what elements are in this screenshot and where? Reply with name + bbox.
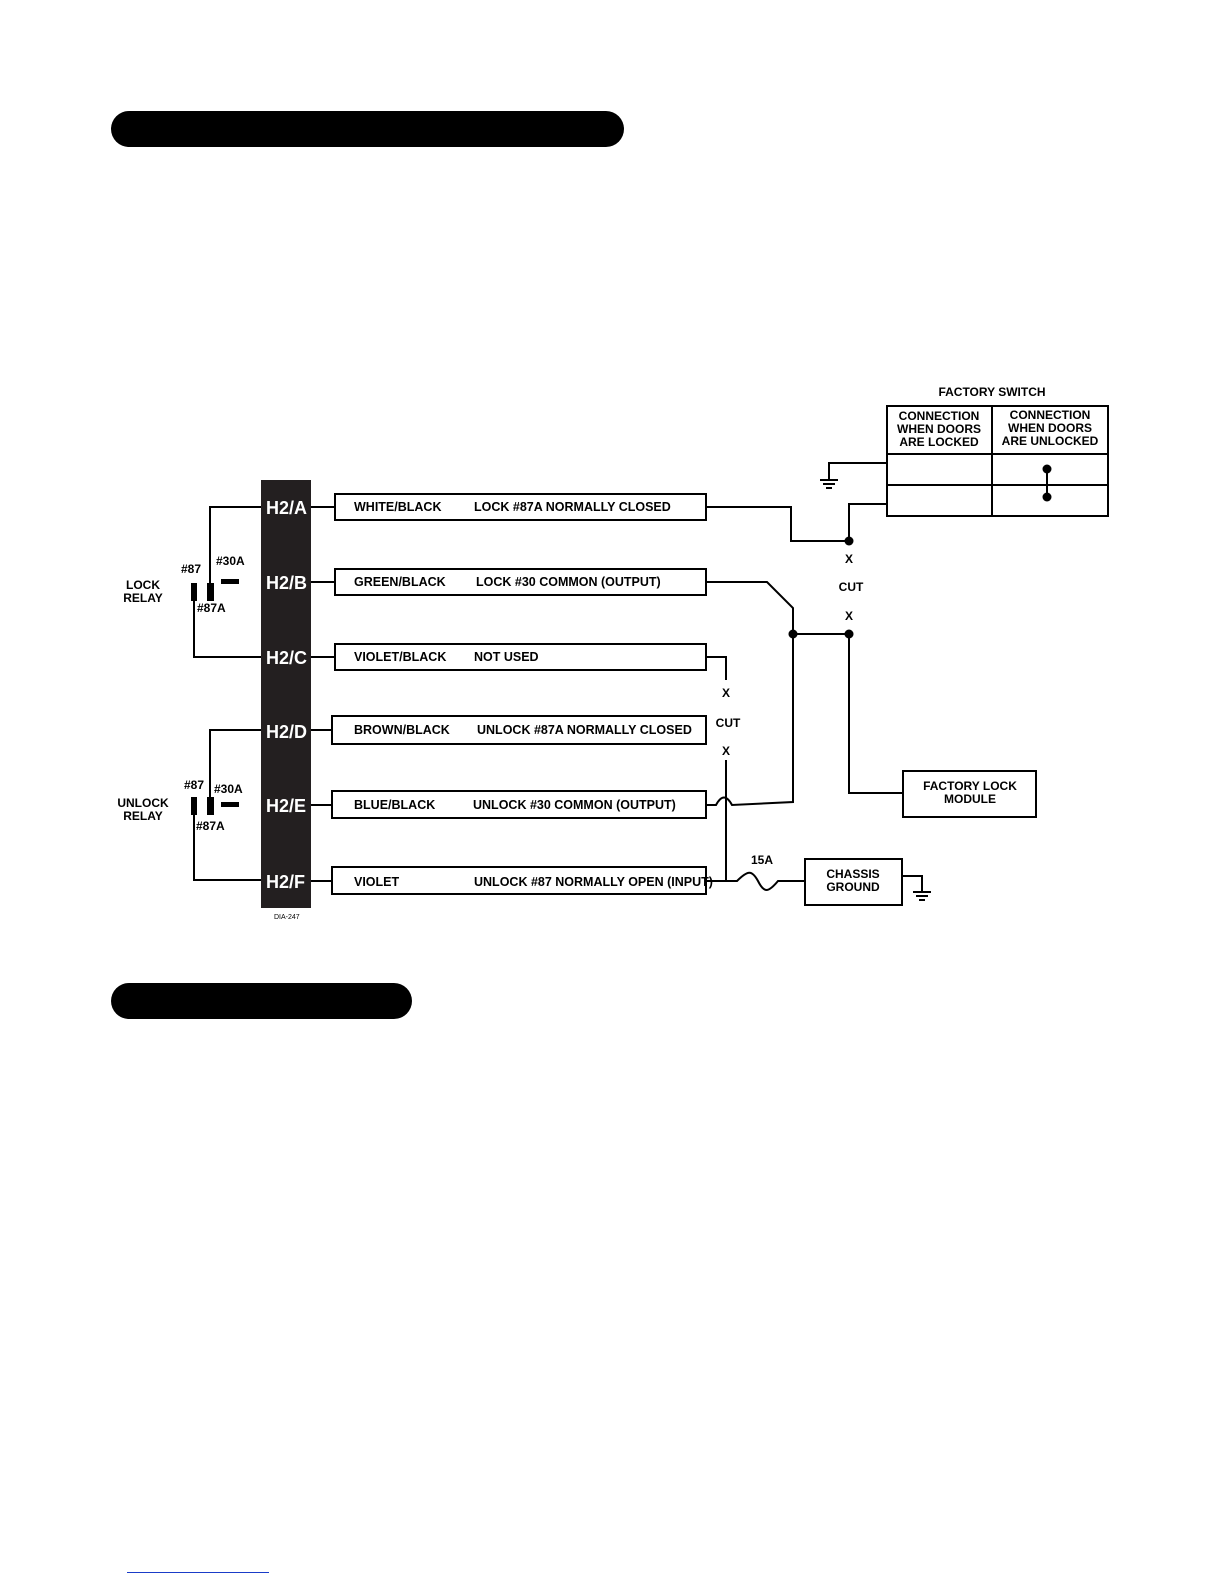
wire-box-h2a bbox=[334, 493, 707, 521]
wire-desc-h2f: UNLOCK #87 NORMALLY OPEN (INPUT) bbox=[474, 875, 713, 889]
lock-relay-contact-87 bbox=[191, 583, 197, 601]
wire-color-h2d: BROWN/BLACK bbox=[354, 723, 450, 737]
cut-right-x-bottom: X bbox=[845, 609, 853, 623]
unlock-relay: #87 #30A #87A UNLOCK RELAY bbox=[117, 729, 261, 881]
diagram-code: DIA-247 bbox=[274, 914, 300, 921]
factory-lock-module-line-2: MODULE bbox=[944, 792, 996, 806]
factory-switch: FACTORY SWITCH CONNECTION WHEN DOORS ARE… bbox=[886, 385, 1109, 517]
pin-h2e: H2/E bbox=[266, 796, 306, 816]
junction-dot-left bbox=[788, 629, 798, 639]
cut-left-label: CUT bbox=[716, 716, 741, 730]
pin-h2c: H2/C bbox=[266, 648, 307, 668]
wire-box-h2d bbox=[331, 715, 707, 745]
factory-lock-module-line-1: FACTORY LOCK bbox=[923, 779, 1017, 793]
wire-color-h2e: BLUE/BLACK bbox=[354, 798, 435, 812]
chassis-ground-line-2: GROUND bbox=[826, 880, 880, 894]
unlock-relay-label-1: UNLOCK bbox=[117, 796, 169, 810]
unlock-relay-t30a: #30A bbox=[214, 782, 243, 796]
cut-right-label: CUT bbox=[839, 580, 864, 594]
pin-h2b: H2/B bbox=[266, 573, 307, 593]
pin-h2f: H2/F bbox=[266, 872, 305, 892]
section-header-bar-1 bbox=[111, 111, 624, 147]
section-header-bar-2 bbox=[111, 983, 412, 1019]
switch-locked-line-3: ARE LOCKED bbox=[899, 435, 979, 449]
wire-box-h2b bbox=[334, 568, 707, 596]
chassis-ground-line-1: CHASSIS bbox=[826, 867, 879, 881]
wire-color-h2f: VIOLET bbox=[354, 875, 400, 889]
lock-relay-t30a: #30A bbox=[216, 554, 245, 568]
pin-h2a: H2/A bbox=[266, 498, 307, 518]
switch-locked-line-2: WHEN DOORS bbox=[897, 422, 981, 436]
factory-switch-title: FACTORY SWITCH bbox=[938, 385, 1045, 399]
chassis-ground: CHASSIS GROUND bbox=[804, 858, 903, 906]
chassis-ground-icon bbox=[913, 891, 931, 901]
unlock-relay-contact-87 bbox=[191, 797, 197, 815]
unlock-relay-contact-30a bbox=[221, 802, 239, 807]
junction-dot-right bbox=[844, 629, 854, 639]
unlock-relay-contact-87a bbox=[207, 797, 214, 815]
cut-left-x-bottom: X bbox=[722, 744, 730, 758]
unlock-relay-label-2: RELAY bbox=[123, 809, 163, 823]
cut-right-x-top: X bbox=[845, 552, 853, 566]
wire-box-h2f bbox=[331, 866, 707, 895]
wire-labels: WHITE/BLACK LOCK #87A NORMALLY CLOSED GR… bbox=[354, 500, 713, 889]
footer-underline bbox=[127, 1572, 269, 1573]
lock-relay-contact-87a bbox=[207, 583, 214, 601]
factory-lock-module: FACTORY LOCK MODULE bbox=[902, 770, 1037, 818]
switch-ground-icon bbox=[820, 462, 887, 489]
cut-left-x-top: X bbox=[722, 686, 730, 700]
wire-desc-h2d: UNLOCK #87A NORMALLY CLOSED bbox=[477, 723, 692, 737]
pin-h2d: H2/D bbox=[266, 722, 307, 742]
fuse-label: 15A bbox=[751, 853, 773, 867]
wire-desc-h2c: NOT USED bbox=[474, 650, 539, 664]
switch-unlocked-line-1: CONNECTION bbox=[1010, 408, 1091, 422]
harness-connector-block bbox=[261, 480, 311, 908]
switch-unlocked-line-3: ARE UNLOCKED bbox=[1002, 434, 1099, 448]
switch-unlocked-line-2: WHEN DOORS bbox=[1008, 421, 1092, 435]
switch-contact-dot-top bbox=[1042, 464, 1052, 474]
wire-box-h2c bbox=[334, 643, 707, 671]
unlock-relay-t87: #87 bbox=[184, 778, 204, 792]
lock-relay-t87: #87 bbox=[181, 562, 201, 576]
switch-contact-dot-bottom bbox=[1042, 492, 1052, 502]
cut-mark-left: X CUT X bbox=[716, 686, 741, 758]
wire-color-h2a: WHITE/BLACK bbox=[354, 500, 442, 514]
wire-desc-h2a: LOCK #87A NORMALLY CLOSED bbox=[474, 500, 671, 514]
wire-desc-h2e: UNLOCK #30 COMMON (OUTPUT) bbox=[473, 798, 676, 812]
wire-desc-h2b: LOCK #30 COMMON (OUTPUT) bbox=[476, 575, 661, 589]
wire-color-h2b: GREEN/BLACK bbox=[354, 575, 446, 589]
lock-relay-contact-30a bbox=[221, 579, 239, 584]
unlock-relay-t87a: #87A bbox=[196, 819, 225, 833]
lock-relay-t87a: #87A bbox=[197, 601, 226, 615]
lock-relay-label-1: LOCK bbox=[126, 578, 160, 592]
junction-dot-switch bbox=[844, 536, 854, 546]
switch-locked-line-1: CONNECTION bbox=[899, 409, 980, 423]
wire-color-h2c: VIOLET/BLACK bbox=[354, 650, 446, 664]
harness-pins: H2/A H2/B H2/C H2/D H2/E H2/F bbox=[266, 498, 307, 892]
lock-relay-label-2: RELAY bbox=[123, 591, 163, 605]
cut-mark-right: X CUT X bbox=[839, 552, 864, 623]
lock-relay: #87 #30A #87A LOCK RELAY bbox=[123, 506, 261, 658]
